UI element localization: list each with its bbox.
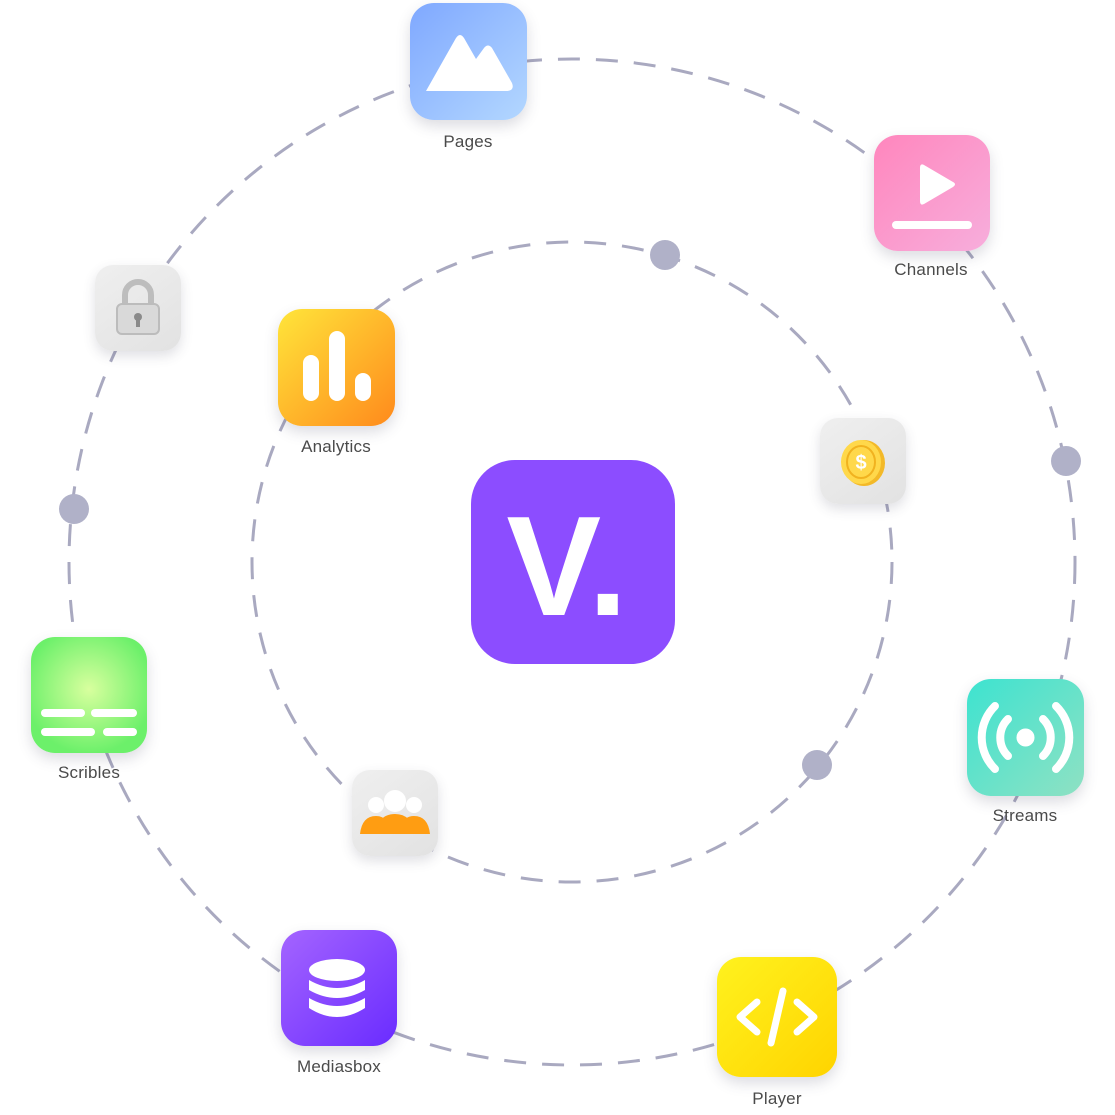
brand-logo-icon: V. (506, 487, 627, 646)
dollar-coin-icon: $ (841, 440, 885, 486)
app-mediasbox[interactable] (281, 930, 397, 1046)
app-channels[interactable] (874, 135, 990, 251)
play-video-icon (892, 164, 972, 229)
orbit-dot (802, 750, 832, 780)
brand-logo-text: V. (506, 487, 627, 646)
app-player[interactable] (717, 957, 837, 1077)
app-scribles[interactable] (31, 637, 147, 753)
coin-dollar-glyph: $ (855, 452, 866, 474)
brand-logo[interactable]: V. (471, 460, 675, 664)
app-streams[interactable] (967, 679, 1084, 796)
mountain-icon (426, 35, 513, 91)
bar-chart-icon (303, 331, 371, 401)
app-label-pages: Pages (443, 132, 493, 151)
mini-lock[interactable] (95, 265, 181, 351)
database-icon (309, 959, 365, 1017)
mini-team[interactable] (352, 770, 438, 856)
code-icon (736, 987, 818, 1047)
app-label-player: Player (752, 1089, 802, 1108)
app-label-scribles: Scribles (57, 763, 121, 782)
orbit-dot (1051, 446, 1081, 476)
app-label-analytics: Analytics (301, 437, 371, 456)
app-label-channels: Channels (894, 260, 968, 279)
team-icon (360, 790, 430, 834)
inner-orbit (250, 240, 894, 884)
orbit-dot (59, 494, 89, 524)
padlock-icon (116, 279, 160, 335)
broadcast-icon (977, 702, 1074, 773)
orbit-dot (650, 240, 680, 270)
app-label-streams: Streams (992, 806, 1058, 825)
mini-coin[interactable]: $ (820, 418, 906, 504)
app-pages[interactable] (410, 3, 527, 120)
app-analytics[interactable] (278, 309, 395, 426)
text-lines-icon (41, 709, 137, 736)
outer-orbit (67, 57, 1077, 1067)
app-label-mediasbox: Mediasbox (296, 1057, 381, 1076)
